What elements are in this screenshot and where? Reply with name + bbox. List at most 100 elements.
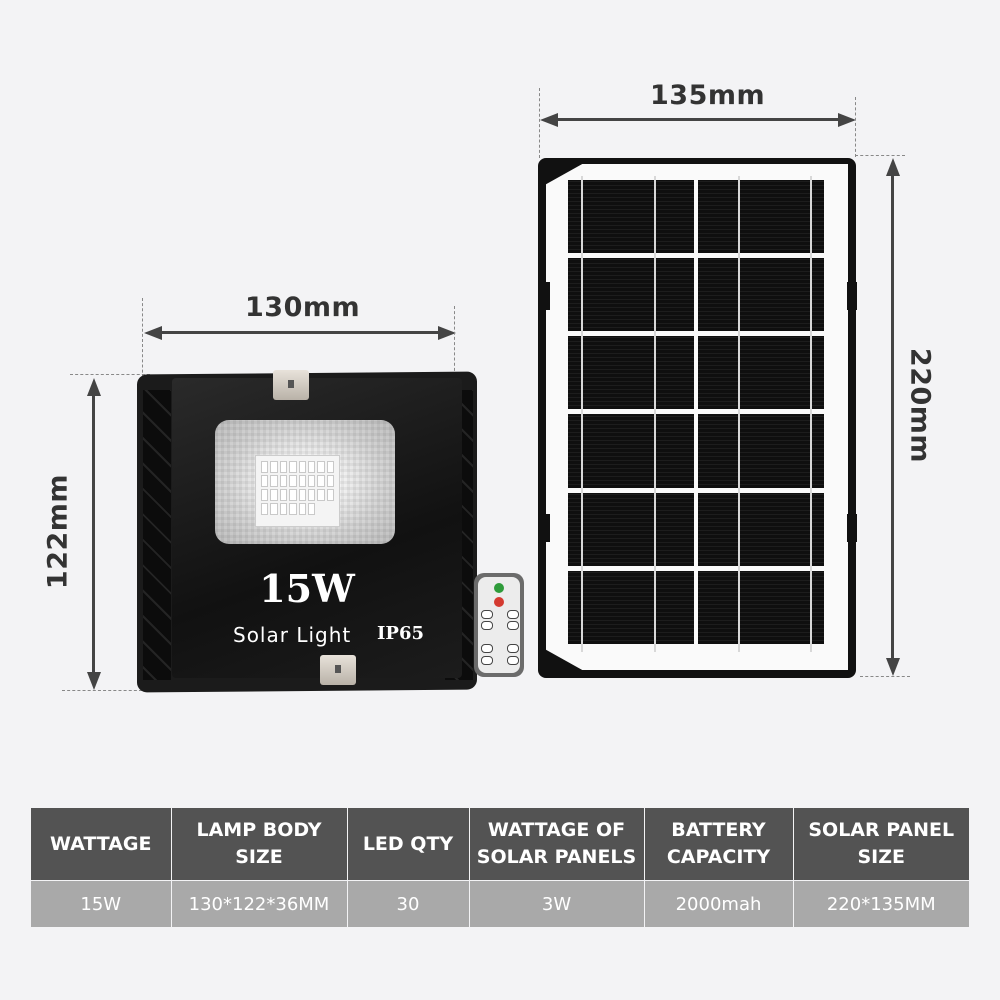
led-chip [307,475,316,487]
header-led-qty: LED QTY [347,808,470,881]
solar-cell [568,570,694,644]
led-chip [270,475,278,487]
lamp-height-line [92,386,95,676]
led-chip [261,503,269,515]
lamp-rating-label: IP65 [377,623,425,644]
led-chip [317,489,325,501]
cell-solar-panel-wattage: 3W [469,880,645,927]
panel-mount-tab [540,514,550,542]
led-chip [326,461,334,473]
panel-mount-tab [847,514,857,542]
panel-mount-tab [847,282,857,310]
remote-on-button [494,583,504,593]
solar-busbar [581,176,583,652]
solar-cell [568,258,694,332]
led-chip [261,461,269,473]
led-chip [298,489,306,501]
header-wattage: WATTAGE [31,808,172,881]
led-chip [317,461,325,473]
solar-busbar [654,176,656,652]
remote-key-8h [507,656,519,665]
panel-width-label: 135mm [650,80,766,111]
lamp-width-guide-right [454,306,455,376]
cell-led-qty: 30 [347,880,470,927]
cell-lamp-body-size: 130*122*36MM [171,880,348,927]
led-chip [261,475,269,487]
panel-width-line [546,118,846,121]
solar-cell-grid [568,180,824,644]
solar-cell [698,570,824,644]
panel-width-guide-right [855,97,856,157]
panel-width-guide-left [539,88,540,158]
led-chip [279,489,288,501]
solar-cell [568,414,694,488]
lamp-clip-bottom [320,655,356,685]
lamp-heatsink-left [143,390,171,680]
led-chip [326,489,334,501]
arrow-up-icon [87,378,101,396]
remote-off-button [494,597,504,607]
remote-key-4h [507,644,519,653]
lamp-wattage-label: 15W [259,566,355,611]
led-chip [270,461,278,473]
solar-cell [568,336,694,410]
led-chip [326,475,334,487]
lamp-product-label: Solar Light [233,623,352,647]
table-row: 15W 130*122*36MM 30 3W 2000mah 220*135MM [31,880,969,927]
arrow-left-icon [144,326,162,340]
arrow-down-icon [87,672,101,690]
solar-cell [698,414,824,488]
arrow-right-icon [838,113,856,127]
remote-key-50 [507,621,519,630]
led-chip [289,475,297,487]
solar-busbar [810,176,812,652]
led-chip [289,489,297,501]
lamp-width-line [150,331,440,334]
led-chip [298,503,306,515]
led-chip [279,475,288,487]
solar-cell [698,180,824,254]
led-chip [307,461,316,473]
led-chip [307,503,316,515]
lamp-height-guide-top [70,374,150,375]
led-chip [298,461,306,473]
solar-cell [568,492,694,566]
remote-key-2h [481,644,493,653]
remote-key-6h [481,656,493,665]
lamp-clip-top [273,370,309,400]
led-chip [298,475,306,487]
lamp-width-guide-left [142,298,143,388]
panel-height-label: 220mm [904,347,936,464]
solar-cell [568,180,694,254]
lamp-width-label: 130mm [245,292,361,323]
panel-height-line [891,166,894,666]
solar-cell [698,492,824,566]
led-chip [270,489,278,501]
solar-cell [698,258,824,332]
led-array [255,455,340,527]
lamp-reflector-lens [215,420,395,544]
led-chip [289,503,297,515]
led-chip [279,503,288,515]
led-chip [289,461,297,473]
remote-key-on [481,610,493,619]
solar-busbar [738,176,740,652]
led-chip [261,489,269,501]
arrow-down-icon [886,658,900,676]
lamp-height-label: 122mm [42,473,74,590]
arrow-right-icon [438,326,456,340]
panel-mount-tab [540,282,550,310]
solar-cell [698,336,824,410]
cell-solar-panel-size: 220*135MM [793,880,969,927]
led-chip [307,489,316,501]
arrow-up-icon [886,158,900,176]
remote-key-100 [507,610,519,619]
led-chip [279,461,288,473]
panel-height-guide-bottom [860,676,910,677]
